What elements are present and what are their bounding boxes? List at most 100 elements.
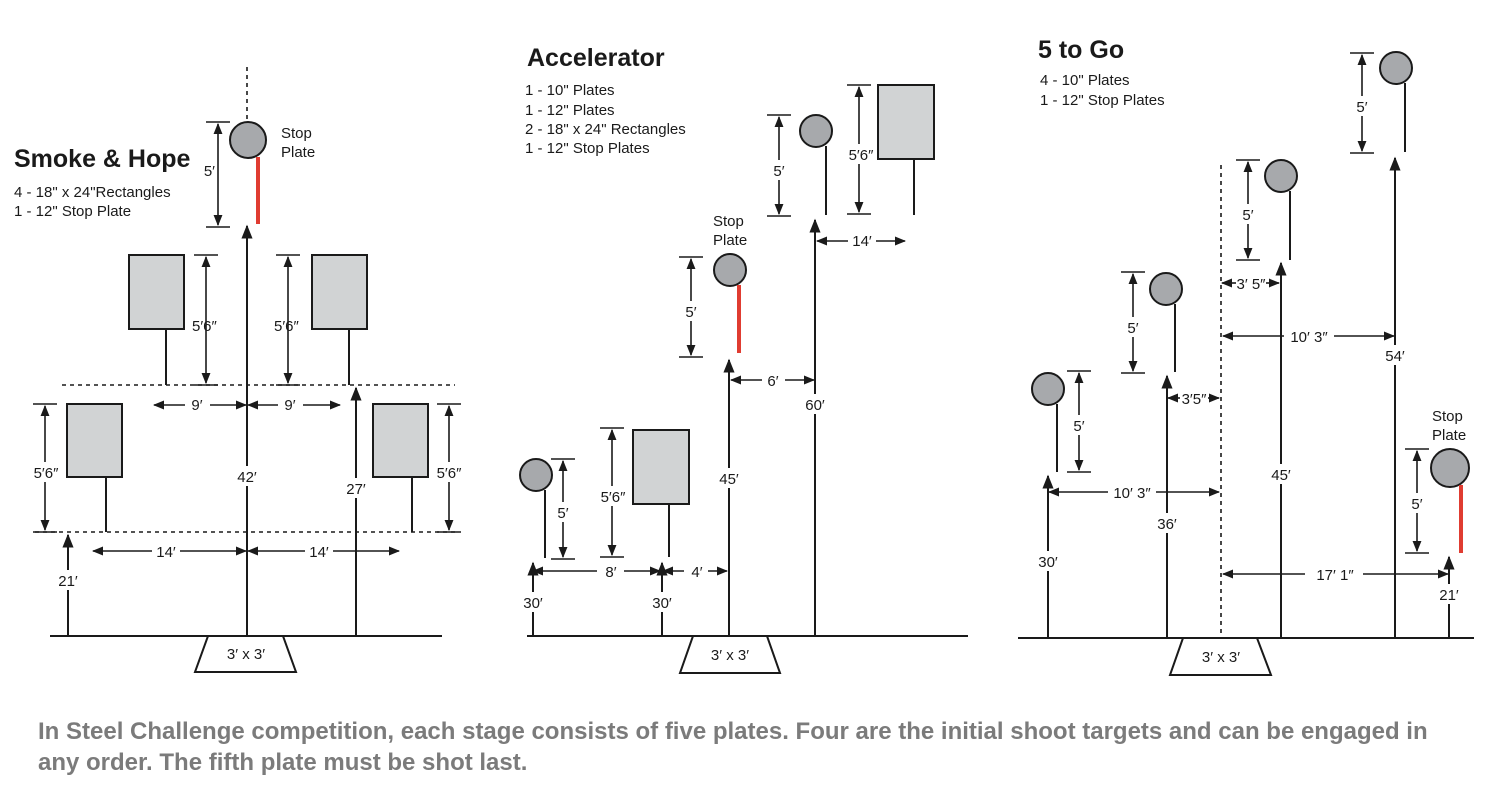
stop-plate-label: Plate [1432, 427, 1466, 444]
shooting-box-label: 3′ x 3′ [1202, 649, 1240, 666]
dim-label-bg [1152, 513, 1182, 533]
dim-label: 5′ [204, 163, 215, 180]
stop-plate [713, 253, 747, 287]
dim-label: 30′ [1038, 554, 1058, 571]
caption: In Steel Challenge competition, each sta… [38, 718, 1428, 776]
dim-label-bg [647, 592, 677, 612]
steel-plate [519, 458, 553, 492]
shooting-box [193, 635, 298, 673]
dim-label: 5′6″ [274, 318, 299, 335]
spec-line: 2 - 18" x 24" Rectangles [525, 121, 686, 138]
dim-label-bg [1380, 345, 1410, 365]
dim-label: 5′ [557, 505, 568, 522]
dim-label-bg [680, 301, 702, 321]
dim-label: 4′ [691, 564, 702, 581]
dim-label: 10′ 3″ [1113, 485, 1151, 502]
rectangle-target [632, 429, 690, 505]
dim-label-bg [597, 486, 629, 506]
spec-line: 4 - 18" x 24"Rectangles [14, 184, 171, 201]
dim-label-bg [232, 466, 262, 486]
dim-label-bg [433, 462, 465, 482]
dim-label-bg [341, 478, 371, 498]
steel-plate [799, 114, 833, 148]
dim-label-bg [1068, 415, 1090, 435]
rectangle-target [311, 254, 368, 330]
spec-line: 1 - 10" Plates [525, 82, 615, 99]
stop-plate-label: Stop [1432, 408, 1463, 425]
stop-plate [1430, 448, 1470, 488]
dim-label: 45′ [719, 471, 739, 488]
spec-line: 1 - 12" Plates [525, 102, 615, 119]
spec-line: 1 - 12" Stop Plates [525, 140, 650, 157]
dim-label: 5′ [1127, 320, 1138, 337]
rectangle-target [66, 403, 123, 478]
steel-plate [1379, 51, 1413, 85]
dim-label: 5′ [1073, 418, 1084, 435]
dim-label: 17′ 1″ [1316, 567, 1354, 584]
dim-label: 27′ [346, 481, 366, 498]
dim-label: 5′6″ [437, 465, 462, 482]
dim-label: 3′5″ [1182, 391, 1207, 408]
dim-label: 21′ [1439, 587, 1459, 604]
dim-label: 5′6″ [34, 465, 59, 482]
steel-plate [1264, 159, 1298, 193]
dim-label-bg [1434, 584, 1464, 604]
rectangle-target [128, 254, 185, 330]
dim-label-bg [552, 502, 574, 522]
stop-plate [229, 121, 267, 159]
spec-line: 4 - 10" Plates [1040, 72, 1130, 89]
dim-label: 5′ [1242, 207, 1253, 224]
shooting-box [1168, 637, 1273, 676]
dim-label: 5′ [773, 163, 784, 180]
dim-label: 14′ [156, 544, 176, 561]
dim-label: 42′ [237, 469, 257, 486]
dim-label: 9′ [284, 397, 295, 414]
spec-line: 1 - 12" Stop Plates [1040, 92, 1165, 109]
stage-smoke-and-hope: Smoke & Hope 4 - 18" x 24"Rectangles 1 -… [14, 67, 465, 673]
shooting-box-label: 3′ x 3′ [227, 646, 265, 663]
dim-label-bg [1033, 551, 1063, 571]
dim-label: 30′ [523, 595, 543, 612]
dim-label: 14′ [309, 544, 329, 561]
dim-label: 6′ [767, 373, 778, 390]
dim-label: 14′ [852, 233, 872, 250]
stop-plate-label: Plate [713, 232, 747, 249]
stop-plate-label: Stop [713, 213, 744, 230]
stop-plate-label: Stop [281, 125, 312, 142]
dim-label: 5′ [685, 304, 696, 321]
steel-plate [1149, 272, 1183, 306]
dim-label: 5′ [1356, 99, 1367, 116]
dim-label: 10′ 3″ [1290, 329, 1328, 346]
dim-label: 5′6″ [849, 147, 874, 164]
spec-line: 1 - 12" Stop Plate [14, 203, 131, 220]
dim-label: 54′ [1385, 348, 1405, 365]
dim-label: 45′ [1271, 467, 1291, 484]
dim-label-bg [768, 160, 790, 180]
stage-5-to-go: 5 to Go 4 - 10" Plates 1 - 12" Stop Plat… [1018, 36, 1474, 676]
dim-label-bg [1406, 493, 1428, 513]
dim-label: 36′ [1157, 516, 1177, 533]
dim-label: 5′6″ [192, 318, 217, 335]
dim-label: 60′ [805, 397, 825, 414]
shooting-box [678, 635, 782, 674]
shooting-box-label: 3′ x 3′ [711, 647, 749, 664]
stage-title: Smoke & Hope [14, 145, 191, 173]
rectangle-target [877, 84, 935, 160]
stop-plate-label: Plate [281, 144, 315, 161]
dim-label: 21′ [58, 573, 78, 590]
dim-label-bg [800, 394, 830, 414]
dim-label-bg [1351, 96, 1373, 116]
dim-label-bg [518, 592, 548, 612]
dim-label: 30′ [652, 595, 672, 612]
dim-label-bg [54, 570, 82, 590]
dim-label: 5′ [1411, 496, 1422, 513]
stage-accelerator: Accelerator 1 - 10" Plates 1 - 12" Plate… [518, 44, 968, 674]
steel-plate [1031, 372, 1065, 406]
stage-title: Accelerator [527, 44, 665, 72]
dim-label: 3′ 5″ [1237, 276, 1267, 293]
dim-label-bg [1237, 204, 1259, 224]
rectangle-target [372, 403, 429, 478]
dim-label-bg [845, 144, 877, 164]
dim-label-bg [1122, 317, 1144, 337]
